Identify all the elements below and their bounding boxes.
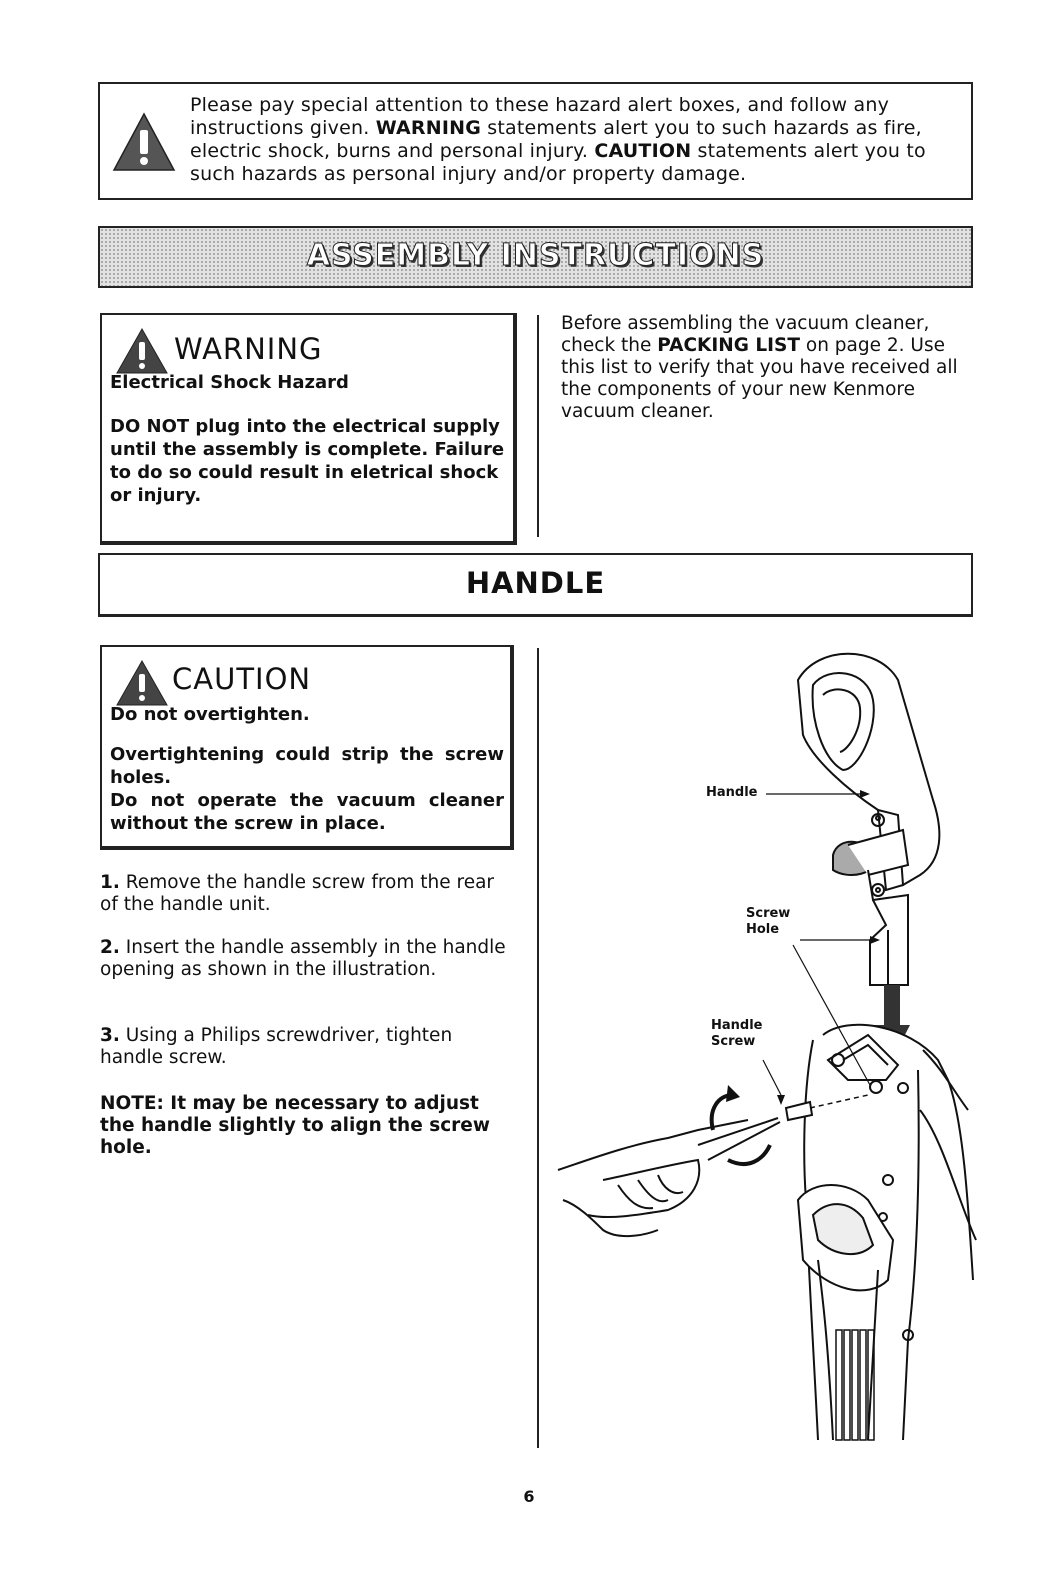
intro-pre: Before assembling the vacuum cleaner, ch… <box>561 313 930 356</box>
warning-subheading: Electrical Shock Hazard <box>110 372 349 393</box>
alert-line-4: such hazards as personal injury and/or p… <box>190 163 747 185</box>
warning-box <box>100 313 517 545</box>
alert-line-1: Please pay special attention to these ha… <box>190 94 890 116</box>
label-screw-word: Screw <box>711 1034 756 1049</box>
step-2: 2. Insert the handle assembly in the han… <box>100 937 515 981</box>
alert-line-2-post: statements alert you to such hazards as … <box>481 117 922 139</box>
intro-post: on page 2. Use this list to verify that … <box>561 335 958 422</box>
step-1: 1. Remove the handle screw from the rear… <box>100 872 515 916</box>
step-number: 1. <box>100 872 120 893</box>
caution-box <box>100 645 514 850</box>
intro-text: Before assembling the vacuum cleaner, ch… <box>561 313 971 423</box>
label-handle-word: Handle <box>711 1018 763 1033</box>
warning-triangle-icon <box>112 112 176 171</box>
hazard-alert-box <box>98 82 973 200</box>
caution-triangle-icon <box>116 660 168 706</box>
label-hole-word: Hole <box>746 922 780 937</box>
caution-body-2: Do not operate the vacuum cleaner withou… <box>110 790 504 834</box>
caution-subheading: Do not overtighten. <box>110 704 310 725</box>
assembly-title: ASSEMBLY INSTRUCTIONS <box>306 238 765 274</box>
hazard-alert-text: Please pay special attention to these ha… <box>190 94 962 186</box>
assembly-banner <box>98 226 973 288</box>
step-3: 3. Using a Philips screwdriver, tighten … <box>100 1025 515 1069</box>
alert-line-3-post: statements alert you to <box>691 140 926 162</box>
alert-line-2-pre: instructions given. <box>190 117 376 139</box>
warning-keyword: WARNING <box>375 117 482 139</box>
label-handle-screw: Handle Screw <box>711 1018 763 1050</box>
caution-body-1: Overtightening could strip the screw hol… <box>110 744 504 788</box>
warning-triangle-icon <box>116 328 168 374</box>
alert-line-2: instructions given. WARNING statements a… <box>190 117 962 140</box>
label-screw-hole: Screw Hole <box>746 906 790 938</box>
alert-line-3: electric shock, burns and personal injur… <box>190 140 962 163</box>
label-handle: Handle <box>706 785 758 800</box>
step-text: Insert the handle assembly in the handle… <box>100 937 506 980</box>
caution-keyword: CAUTION <box>594 140 692 162</box>
note: NOTE: It may be necessary to adjust the … <box>100 1093 490 1158</box>
caution-heading: CAUTION <box>172 662 312 696</box>
step-text: Remove the handle screw from the rear of… <box>100 872 495 915</box>
handle-banner <box>98 553 973 617</box>
step-number: 2. <box>100 937 120 958</box>
column-divider <box>537 648 539 1448</box>
handle-title: HANDLE <box>465 566 606 600</box>
warning-body: DO NOT plug into the electrical supply u… <box>110 416 505 506</box>
label-screw-word: Screw <box>746 906 791 921</box>
packing-list-ref: PACKING LIST <box>657 335 800 356</box>
step-text: Using a Philips screwdriver, tighten han… <box>100 1025 453 1068</box>
caution-body: Overtightening could strip the screw hol… <box>110 743 504 835</box>
warning-heading: WARNING <box>174 332 323 366</box>
step-number: 3. <box>100 1025 120 1046</box>
page-number: 6 <box>523 1487 535 1506</box>
handle-assembly-illustration <box>557 652 977 1441</box>
column-divider <box>537 315 539 537</box>
alert-line-3-pre: electric shock, burns and personal injur… <box>190 140 595 162</box>
